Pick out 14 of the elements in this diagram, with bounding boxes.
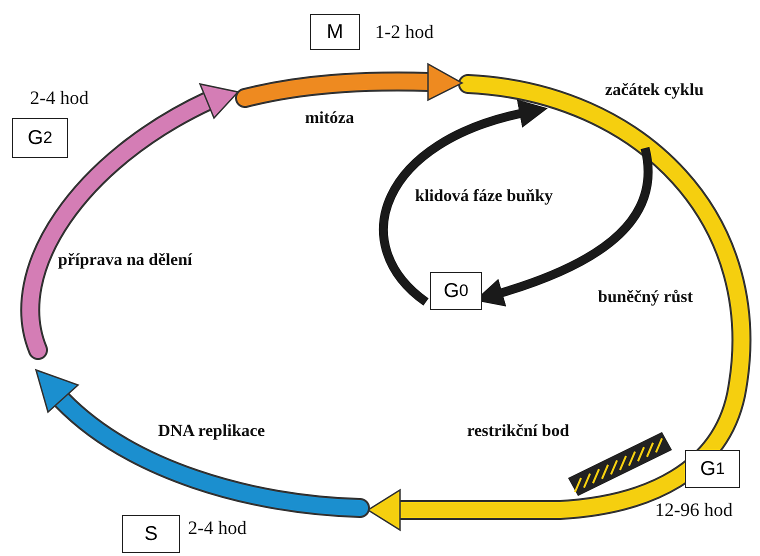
phase-label: začátek cyklu — [605, 80, 704, 100]
phase-label: klidová fáze buňky — [415, 186, 553, 206]
arrow — [379, 100, 548, 306]
duration-label: 2-4 hod — [188, 518, 247, 540]
duration-label: 12-96 hod — [655, 500, 733, 522]
duration-label: 2-4 hod — [30, 88, 89, 110]
duration-label: 1-2 hod — [375, 22, 434, 44]
phase-label: mitóza — [305, 108, 354, 128]
phase-box: M — [310, 14, 360, 50]
phase-label: příprava na dělení — [58, 250, 192, 270]
phase-label: DNA replikace — [158, 421, 265, 441]
phase-box: S — [122, 515, 180, 553]
phase-label: buněčný růst — [598, 287, 693, 307]
phase-label: restrikční bod — [467, 421, 570, 441]
